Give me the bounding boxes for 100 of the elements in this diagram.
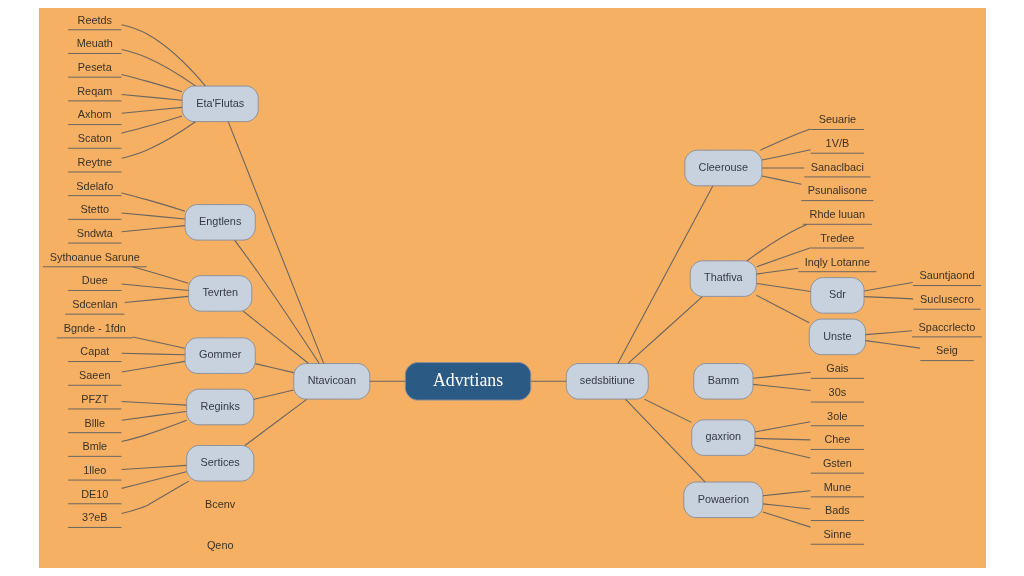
- connector: [752, 371, 811, 379]
- connector: [761, 511, 811, 528]
- connector: [863, 296, 914, 300]
- connector: [242, 310, 309, 364]
- connector: [131, 266, 189, 284]
- node-text: Duee: [81, 274, 108, 287]
- node-text: Saeen: [78, 369, 110, 382]
- connector: [753, 437, 811, 441]
- connector: [752, 383, 811, 391]
- node-text: Psunalisone: [807, 184, 867, 197]
- node-text: Sndwta: [76, 226, 113, 239]
- node-text: Seuarie: [818, 113, 856, 126]
- connector: [120, 419, 187, 443]
- label: Bcenv: [204, 497, 235, 510]
- connector: [120, 212, 185, 220]
- connector: [755, 267, 799, 275]
- connector: [760, 149, 811, 161]
- connector: [761, 490, 811, 497]
- connector: [254, 363, 294, 374]
- connector: [864, 340, 920, 349]
- node-text: Spaccrlecto: [918, 320, 975, 333]
- connector: [120, 464, 187, 471]
- node-box: gaxrion: [690, 419, 755, 456]
- connector: [755, 294, 810, 324]
- connector: [252, 389, 294, 400]
- node-text: Capat: [79, 345, 109, 358]
- connector: [120, 93, 183, 101]
- connector: [120, 360, 185, 373]
- connector: [131, 336, 185, 349]
- connector: [627, 296, 703, 364]
- node-box: Engtlens: [184, 204, 256, 241]
- node-text: Seig: [935, 344, 958, 357]
- node-text: Sythoanue Sarune: [49, 250, 140, 263]
- node-text: Meuath: [76, 37, 113, 50]
- node-text: Bads: [824, 504, 850, 517]
- node-text: Bgnde - 1fdn: [63, 321, 126, 334]
- node-text: Sdcenlan: [71, 298, 117, 311]
- node-text: 1V/B: [825, 137, 849, 150]
- node-box: Cleerouse: [683, 149, 762, 187]
- connector: [761, 503, 811, 510]
- connector: [753, 421, 811, 433]
- node-text: Sauntjaond: [919, 269, 974, 282]
- node-text: Scaton: [77, 132, 112, 145]
- node-box: Eta'Flutas: [181, 85, 259, 123]
- node-text: Bmle: [81, 440, 107, 453]
- connector: [120, 471, 187, 489]
- node-text: Gais: [825, 362, 849, 375]
- connector: [120, 106, 183, 114]
- node-text: 3?eB: [81, 511, 107, 524]
- connector: [760, 167, 805, 169]
- node-text: Bllle: [84, 416, 105, 429]
- connector: [243, 398, 307, 447]
- connector: [120, 24, 206, 87]
- node-text: Peseta: [77, 61, 112, 74]
- node-text: Reetds: [77, 13, 112, 26]
- node-box: Thatfiva: [689, 260, 757, 297]
- node-text: Sdelafo: [75, 179, 113, 192]
- connector: [759, 128, 811, 151]
- connector: [624, 398, 706, 483]
- node-box: sedsbitiune: [565, 363, 649, 400]
- node-text: Reytne: [77, 155, 112, 168]
- connector: [123, 295, 189, 304]
- node-box: Advrtians: [404, 362, 531, 401]
- connector: [864, 330, 912, 336]
- node-box: Sdr: [809, 277, 865, 314]
- node-box: Powaerion: [682, 481, 763, 519]
- connector: [120, 401, 187, 406]
- connector: [120, 73, 183, 93]
- label: Qeno: [206, 538, 233, 551]
- connector: [616, 185, 713, 365]
- connector: [120, 480, 189, 515]
- node-box: Gommer: [184, 337, 256, 374]
- connector: [755, 282, 811, 293]
- connector: [753, 444, 811, 459]
- node-text: PFZT: [80, 392, 108, 405]
- connector: [120, 121, 196, 159]
- node-text: Rhde luuan: [809, 208, 865, 221]
- connector: [755, 247, 811, 268]
- connector: [863, 281, 913, 292]
- node-text: Stetto: [80, 203, 109, 216]
- node-box: Bamm: [692, 363, 753, 400]
- connector: [120, 192, 186, 212]
- node-text: Gsten: [822, 457, 852, 470]
- node-text: 30s: [828, 385, 846, 398]
- connector: [120, 283, 189, 292]
- connector: [643, 398, 692, 423]
- node-text: Chee: [823, 433, 850, 446]
- connector: [745, 223, 808, 262]
- node-text: Mune: [823, 480, 851, 493]
- connector: [120, 48, 196, 87]
- node-text: Axhom: [77, 108, 112, 121]
- node-text: Sanaclbaci: [810, 160, 864, 173]
- node-box: Reginks: [185, 388, 254, 426]
- connector: [120, 410, 187, 421]
- node-text: Tredee: [819, 231, 854, 244]
- connector: [529, 380, 567, 382]
- node-text: Sinne: [822, 528, 851, 541]
- node-box: Ntavicoan: [292, 363, 370, 400]
- connector: [760, 175, 802, 185]
- node-box: Tevrten: [187, 275, 252, 312]
